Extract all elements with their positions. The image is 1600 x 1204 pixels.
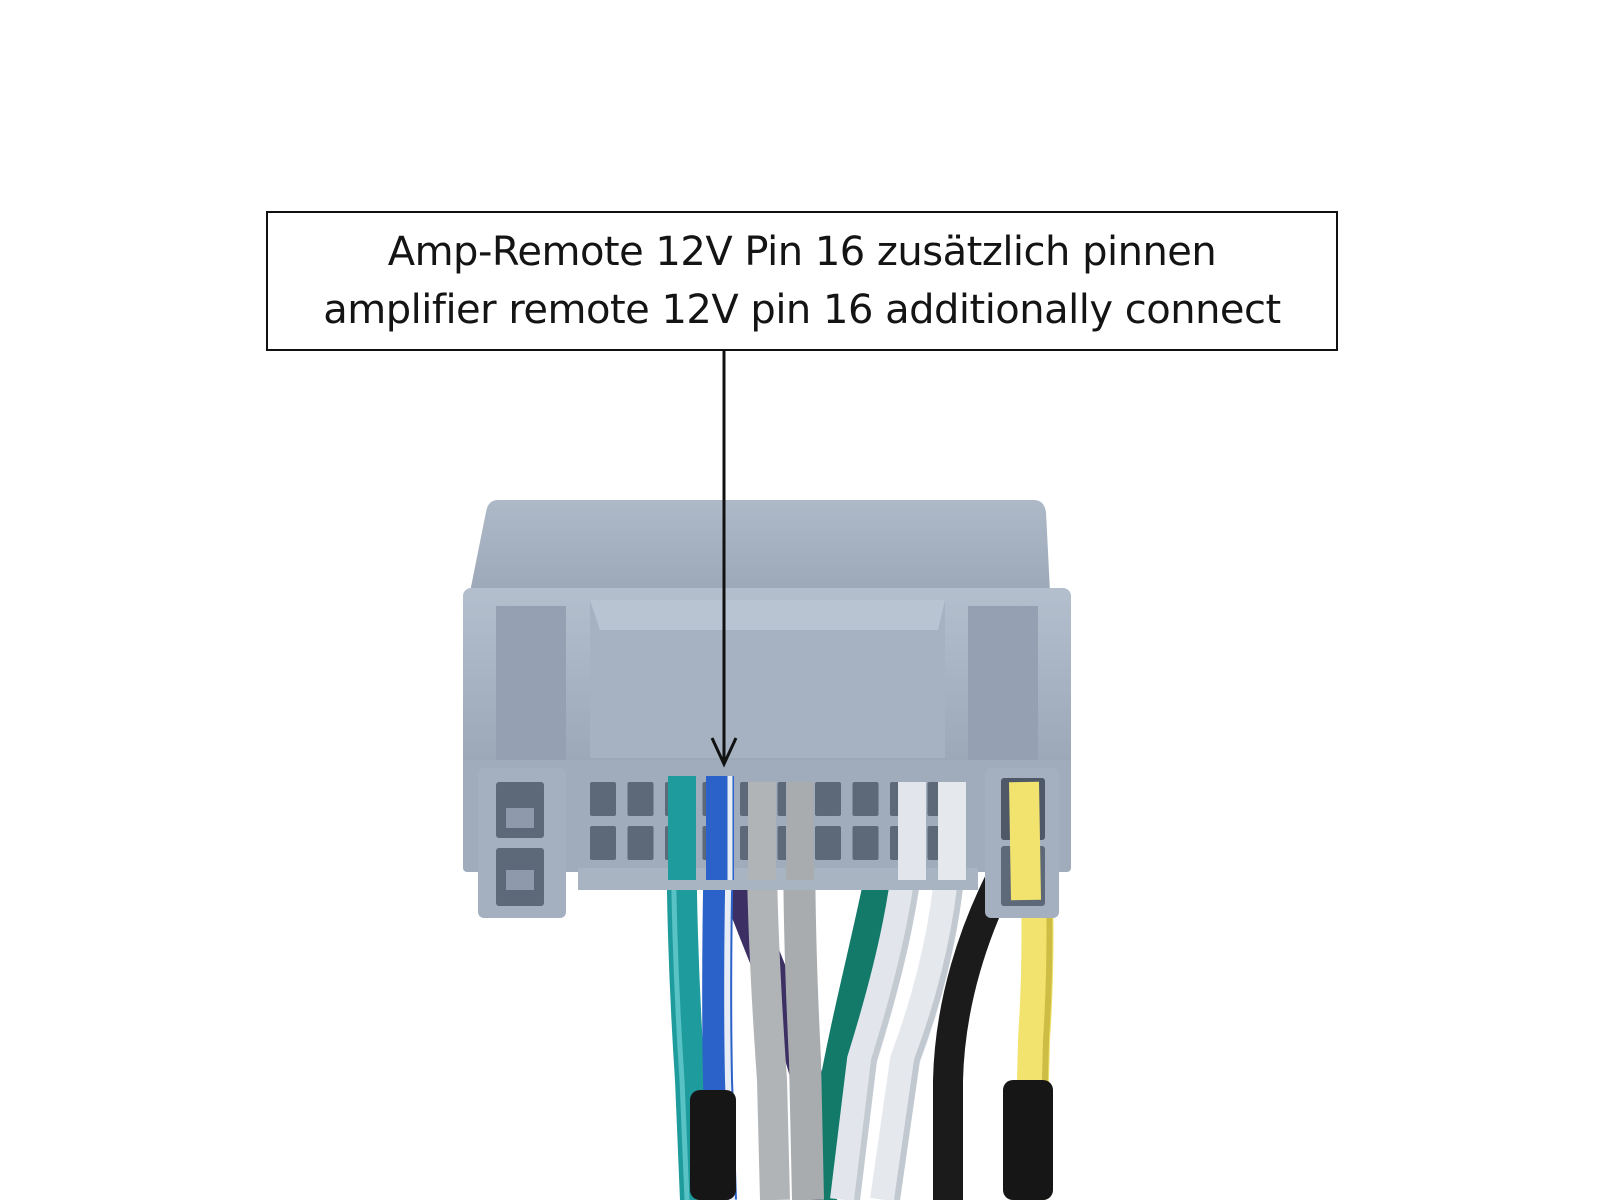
pin-cavity <box>852 782 879 816</box>
latch-left-tab <box>506 808 534 828</box>
wire-yellow-entry <box>1009 781 1041 901</box>
wire-entries <box>668 776 1041 901</box>
pin-cavity <box>815 826 841 860</box>
housing-rib-right <box>968 606 1038 776</box>
pin-cavity <box>590 826 616 860</box>
heatshrink-left <box>690 1090 736 1200</box>
pin-cavity <box>815 782 841 816</box>
annotation-line-german: Amp-Remote 12V Pin 16 zusätzlich pinnen <box>387 229 1217 275</box>
latch-left-tab2 <box>506 870 534 890</box>
pin-cavity <box>627 782 654 816</box>
arrow-head <box>710 737 738 768</box>
pin-cavity <box>590 782 616 816</box>
housing-top <box>470 500 1050 592</box>
down-arrow-icon <box>710 351 738 768</box>
annotation-line-english: amplifier remote 12V pin 16 additionally… <box>323 287 1281 333</box>
housing-rib-left <box>496 606 566 776</box>
housing-channel-top <box>590 600 945 630</box>
annotation-callout: Amp-Remote 12V Pin 16 zusätzlich pinnen … <box>266 211 1338 351</box>
pin-cavity <box>852 826 879 860</box>
heatshrink-right <box>1003 1080 1053 1200</box>
housing-channel <box>590 600 945 758</box>
pin-cavity <box>627 826 654 860</box>
